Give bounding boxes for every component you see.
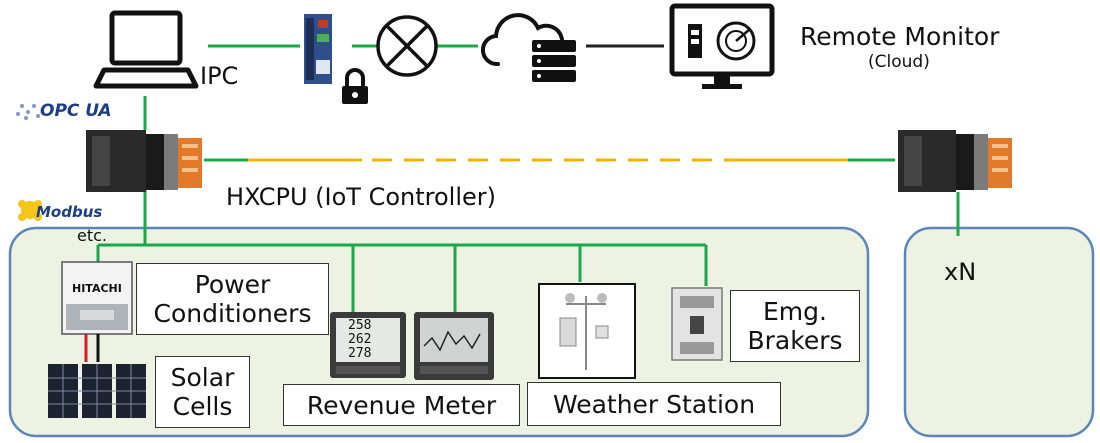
solar-panel-icon <box>48 364 146 418</box>
emg-brakers-box: Emg.Brakers <box>730 290 860 362</box>
power-conditioners-line-1: Power <box>194 270 271 299</box>
modbus-logo <box>18 200 42 221</box>
weather-station-icon <box>538 283 636 379</box>
field-panel-xn <box>903 226 1095 438</box>
hxcpu-label: HXCPU (IoT Controller) <box>226 183 496 211</box>
emg-brakers-line-2: Brakers <box>747 326 843 355</box>
modbus-label: Modbus <box>36 203 103 221</box>
weather-station-box: Weather Station <box>527 382 781 426</box>
meter-reading-1: 258 <box>348 318 372 333</box>
power-conditioner-icon <box>61 261 133 362</box>
plc-icon-remote <box>898 130 1012 192</box>
laptop-icon <box>93 10 199 89</box>
monitor-icon <box>669 3 775 89</box>
cloud-label: (Cloud) <box>868 52 930 72</box>
cloud-server-icon <box>480 13 576 82</box>
meter-reading-3: 278 <box>348 346 372 361</box>
opc-ua-logo <box>16 104 40 120</box>
hitachi-brand: HITACHI <box>72 282 122 295</box>
plc-icon <box>86 130 202 192</box>
weather-station-label: Weather Station <box>552 389 756 419</box>
ipc-label: IPC <box>200 62 239 90</box>
remote-monitor-label: Remote Monitor <box>800 22 1000 51</box>
network-lines <box>96 44 960 312</box>
meter-icon <box>330 312 406 378</box>
opc-ua-label: OPC UA <box>40 101 112 121</box>
gateway-icon <box>304 14 332 84</box>
lock-icon <box>342 68 368 104</box>
router-icon <box>376 15 438 77</box>
meter-reading-2: 262 <box>348 332 372 347</box>
solar-cells-line-2: Cells <box>172 392 233 421</box>
breaker-icon <box>671 287 723 361</box>
etc-label: etc. <box>77 226 107 245</box>
power-conditioners-line-2: Conditioners <box>153 299 312 328</box>
xn-label: xN <box>944 258 977 286</box>
emg-brakers-line-1: Emg. <box>763 297 827 326</box>
revenue-meter-box: Revenue Meter <box>283 384 520 426</box>
solar-cells-line-1: Solar <box>170 363 235 392</box>
meter-icon-graph <box>414 312 494 380</box>
revenue-meter-label: Revenue Meter <box>306 390 497 420</box>
